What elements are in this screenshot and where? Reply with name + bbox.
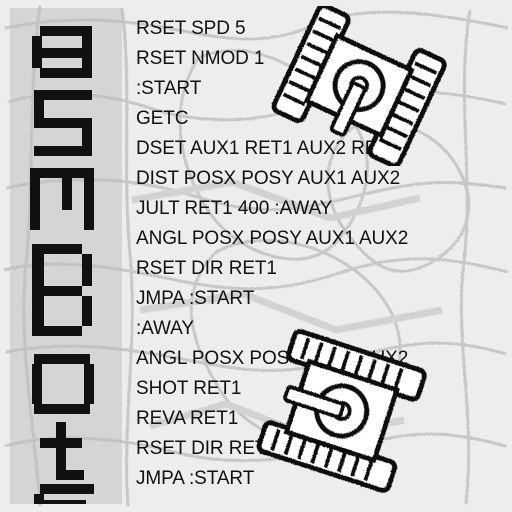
tank-icon — [271, 6, 447, 166]
code-line: :AWAY — [136, 318, 194, 339]
asmbots-logo — [10, 8, 122, 504]
code-line: JULT RET1 400 :AWAY — [136, 198, 333, 219]
code-line: ANGL POSX POSY AUX1 AUX2 — [136, 228, 409, 249]
code-line: JMPA :START — [136, 468, 255, 489]
code-line: REVA RET1 — [136, 408, 239, 429]
code-line: RSET DIR RET1 — [136, 438, 277, 459]
code-line: DIST POSX POSY AUX1 AUX2 — [136, 168, 401, 189]
code-line: RSET NMOD 1 — [136, 48, 265, 69]
code-line: RSET DIR RET1 — [136, 258, 277, 279]
pixel-logo — [10, 8, 122, 504]
code-line: RSET SPD 5 — [136, 18, 246, 39]
code-listing: RSET SPD 5 RSET NMOD 1 :START GETC DSET … — [136, 14, 506, 494]
code-line: JMPA :START — [136, 288, 255, 309]
code-line: SHOT RET1 — [136, 378, 242, 399]
code-line: :START — [136, 78, 202, 99]
code-line: GETC — [136, 108, 189, 129]
code-line: DSET AUX1 RET1 AUX2 RET2 — [136, 138, 400, 159]
tank-icon — [256, 329, 427, 493]
